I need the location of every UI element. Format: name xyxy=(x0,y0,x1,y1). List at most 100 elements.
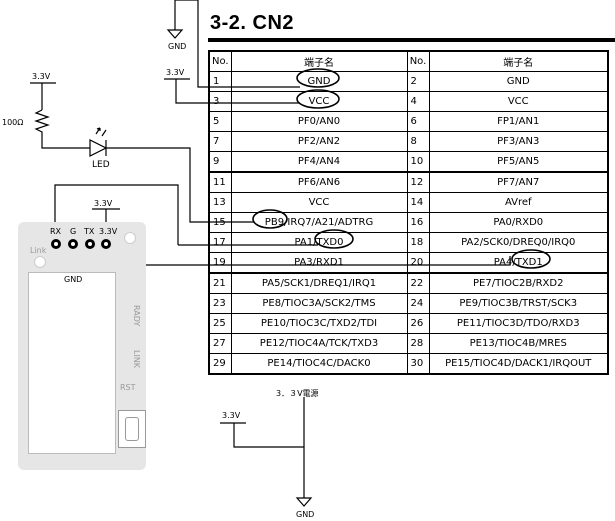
header-name-right: 端子名 xyxy=(428,50,609,72)
header-no-right: No. xyxy=(406,50,430,72)
pin-number-cell: 22 xyxy=(406,272,430,294)
header-no-left: No. xyxy=(208,50,232,72)
pin-name-cell: PE13/TIOC4B/MRES xyxy=(428,333,609,354)
board-mount-hole xyxy=(124,232,136,244)
led-arrows xyxy=(95,127,107,137)
gnd-symbol-top xyxy=(166,29,184,39)
pin-name-cell: PF5/AN5 xyxy=(428,151,609,173)
pin-name-cell: VCC xyxy=(230,91,408,112)
header-pin-33 xyxy=(101,239,111,249)
pin-number-cell: 21 xyxy=(208,272,232,294)
pin-name-cell: PF6/AN6 xyxy=(230,171,408,193)
pin-name-cell: PF0/AN0 xyxy=(230,111,408,132)
resistor-label: 100Ω xyxy=(2,118,24,127)
section-title: 3-2. CN2 xyxy=(210,12,295,34)
pin-number-cell: 9 xyxy=(208,151,232,173)
board-label-rady: RADY xyxy=(132,305,141,327)
pin-number-cell: 14 xyxy=(406,192,430,213)
pin-number-cell: 12 xyxy=(406,171,430,193)
pin-number-cell: 15 xyxy=(208,212,232,233)
pin-number-cell: 6 xyxy=(406,111,430,132)
pin-number-cell: 16 xyxy=(406,212,430,233)
pin-number-cell: 2 xyxy=(406,71,430,92)
pin-name-cell: PE10/TIOC3C/TXD2/TDI xyxy=(230,313,408,334)
pin-number-cell: 7 xyxy=(208,131,232,152)
pin-name-cell: PE9/TIOC3B/TRST/SCK3 xyxy=(428,293,609,314)
table-header-row: No. 端子名 No. 端子名 xyxy=(208,50,609,72)
power-title: 3．３V電源 xyxy=(276,389,319,398)
board-label-link2: LINK xyxy=(132,350,141,369)
pin-name-cell: PF3/AN3 xyxy=(428,131,609,152)
pin-number-cell: 23 xyxy=(208,293,232,314)
pin-label-33: 3.3V xyxy=(99,227,118,236)
led-body xyxy=(89,139,108,157)
pin-number-cell: 24 xyxy=(406,293,430,314)
board-module-area xyxy=(28,272,116,454)
pin-number-cell: 27 xyxy=(208,333,232,354)
pin-number-cell: 25 xyxy=(208,313,232,334)
pin-number-cell: 26 xyxy=(406,313,430,334)
pin-name-cell: PF4/AN4 xyxy=(230,151,408,173)
pin-name-cell: GND xyxy=(428,71,609,92)
pin-number-cell: 10 xyxy=(406,151,430,173)
pin-name-cell: PA2/SCK0/DREQ0/IRQ0 xyxy=(428,232,609,253)
pin-number-cell: 20 xyxy=(406,252,430,274)
pin-label-tx: TX xyxy=(84,227,95,236)
pin-name-cell: AVref xyxy=(428,192,609,213)
pin-name-cell: FP1/AN1 xyxy=(428,111,609,132)
pin-name-cell: PA3/RXD1 xyxy=(230,252,408,274)
pin-label-rx: RX xyxy=(50,227,62,236)
v33-label-mid: 3.3V xyxy=(166,68,185,77)
pin-name-cell: PF7/AN7 xyxy=(428,171,609,193)
pin-name-cell: PE11/TIOC3D/TDO/RXD3 xyxy=(428,313,609,334)
header-name-left: 端子名 xyxy=(230,50,408,72)
power-gnd-label: GND xyxy=(296,510,315,519)
resistor xyxy=(34,109,90,149)
gnd-symbol-power xyxy=(295,497,313,507)
header-pin-rx xyxy=(51,239,61,249)
pin-name-cell: PE14/TIOC4C/DACK0 xyxy=(230,353,408,375)
led-label: LED xyxy=(92,160,110,170)
pin-name-cell: PA0/RXD0 xyxy=(428,212,609,233)
power-v33-label: 3.3V xyxy=(222,411,241,420)
pin-number-cell: 17 xyxy=(208,232,232,253)
wire-v33-resistor xyxy=(30,82,56,110)
board-label-link: Link xyxy=(30,246,47,255)
pin-number-cell: 5 xyxy=(208,111,232,132)
gnd-label-board: GND xyxy=(64,275,83,284)
pin-number-cell: 3 xyxy=(208,91,232,112)
pin-name-cell: PF2/AN2 xyxy=(230,131,408,152)
board-label-rst: RST xyxy=(120,383,136,392)
reset-button xyxy=(118,410,146,448)
title-underline xyxy=(208,38,615,42)
pin-name-cell: GND xyxy=(230,71,408,92)
pin-name-cell: PE8/TIOC3A/SCK2/TMS xyxy=(230,293,408,314)
pin-name-cell: VCC xyxy=(428,91,609,112)
board-mount-hole xyxy=(34,256,46,268)
pin-name-cell: PE15/TIOC4D/DACK1/IRQOUT xyxy=(428,353,609,375)
pin-number-cell: 8 xyxy=(406,131,430,152)
pin-number-cell: 13 xyxy=(208,192,232,213)
pin-number-cell: 19 xyxy=(208,252,232,274)
pin-name-cell: PA1/TXD0 xyxy=(230,232,408,253)
pin-name-cell: PA4/TXD1 xyxy=(428,252,609,274)
v33-label-left: 3.3V xyxy=(32,72,51,81)
header-pin-g xyxy=(68,239,78,249)
pin-number-cell: 29 xyxy=(208,353,232,375)
pin-number-cell: 30 xyxy=(406,353,430,375)
header-pin-tx xyxy=(85,239,95,249)
